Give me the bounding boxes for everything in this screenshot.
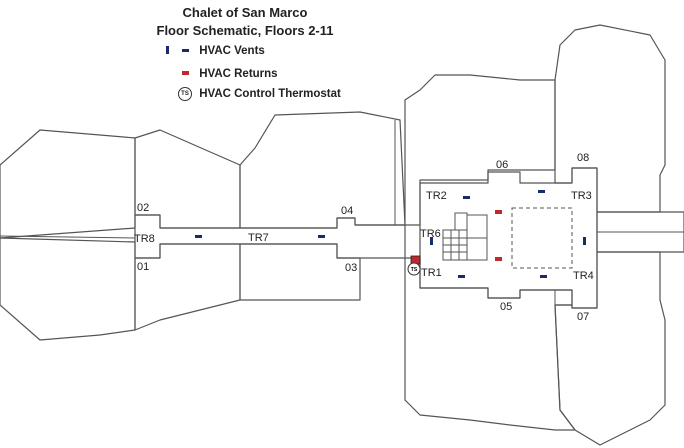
unit-south-outline (404, 257, 576, 431)
vent-marker (458, 275, 465, 278)
unit-05-label: 05 (500, 301, 512, 313)
unit-06-label: 06 (496, 159, 508, 171)
room-tr2-label: TR2 (426, 190, 447, 202)
thermostat-icon: TS (162, 87, 196, 101)
unit-04-label: 04 (341, 205, 353, 217)
vent-marker (195, 235, 202, 238)
unit-03-outline (239, 243, 361, 301)
title-line-1: Chalet of San Marco (182, 5, 308, 20)
legend-vents-label: HVAC Vents (199, 45, 265, 58)
return-marker (495, 210, 502, 214)
legend-vents: HVAC Vents (162, 45, 265, 57)
room-tr6-label: TR6 (420, 228, 441, 240)
unit-07-label: 07 (577, 311, 589, 323)
room-tr4-label: TR4 (573, 270, 594, 282)
vent-icon (162, 45, 196, 57)
unit-03-label: 03 (345, 262, 357, 274)
return-icon (162, 68, 196, 80)
vent-marker (538, 190, 545, 193)
unit-lower-mid-outline (134, 243, 241, 331)
room-tr8-label: TR8 (134, 233, 155, 245)
legend-returns-label: HVAC Returns (199, 68, 278, 81)
legend-thermostat-label: HVAC Control Thermostat (199, 88, 341, 101)
vent-marker (540, 275, 547, 278)
legend-returns: HVAC Returns (162, 68, 278, 80)
legend-thermostat: TS HVAC Control Thermostat (162, 87, 341, 101)
unit-04-outline (239, 111, 406, 229)
room-tr7-label: TR7 (248, 232, 269, 244)
unit-01-outline (0, 237, 136, 341)
room-tr3-label: TR3 (571, 190, 592, 202)
unit-02-label: 02 (137, 202, 149, 214)
thermostat-icon (407, 262, 421, 276)
vent-marker (463, 196, 470, 199)
unit-east-north-outline (554, 24, 666, 213)
unit-01-label: 01 (137, 261, 149, 273)
room-tr1-label: TR1 (421, 267, 442, 279)
return-marker (495, 257, 502, 261)
vent-marker (583, 237, 586, 245)
title-line-2: Floor Schematic, Floors 2-11 (156, 23, 334, 38)
vent-marker (430, 237, 433, 245)
unit-08-label: 08 (577, 152, 589, 164)
unit-02-outline (0, 129, 136, 239)
thermostat-symbol: TS (411, 267, 418, 273)
vent-marker (318, 235, 325, 238)
open-area (511, 207, 573, 269)
unit-upper-mid-outline (134, 129, 241, 229)
unit-east-south-outline (554, 251, 666, 446)
unit-north-outline (404, 74, 556, 226)
corridor-west (134, 214, 406, 259)
corridor-east (596, 211, 684, 253)
